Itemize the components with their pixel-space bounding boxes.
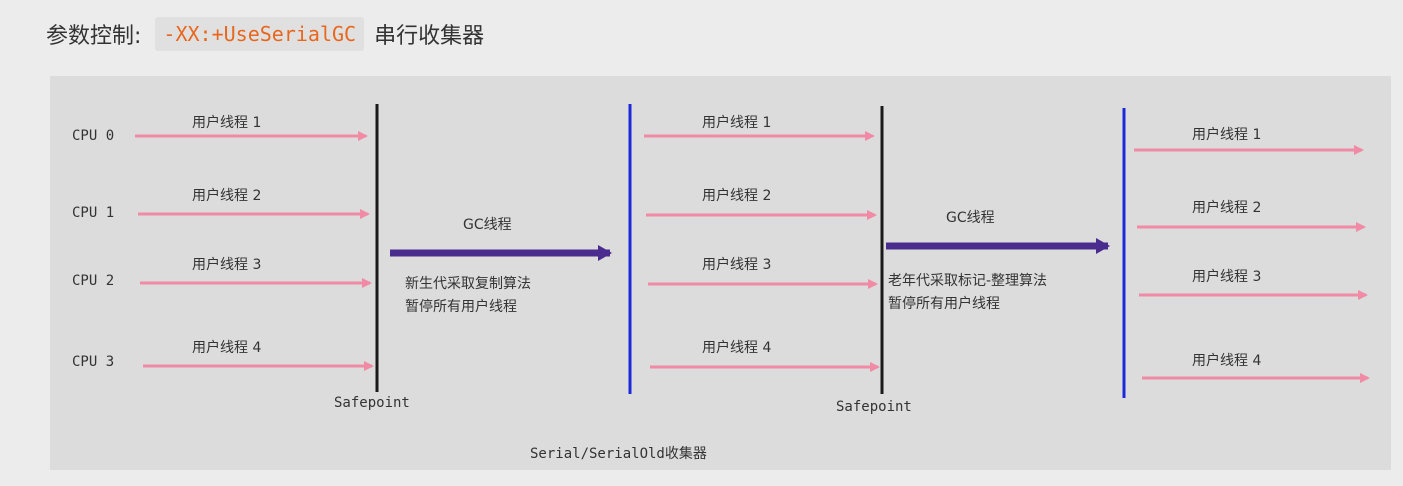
serial-gc-diagram: CPU 0 CPU 1 CPU 2 CPU 3 用户线程 1 用户线程 2 用户… (50, 76, 1391, 470)
param-control-header: 参数控制: -XX:+UseSerialGC 串行收集器 (46, 14, 484, 54)
gc-desc-line2: 暂停所有用户线程 (888, 295, 1000, 312)
safepoint-label-2: Safepoint (836, 399, 912, 415)
jvm-flag-code: -XX:+UseSerialGC (155, 17, 365, 51)
collector-name: 串行收集器 (374, 24, 485, 49)
user-thread-label: 用户线程 3 (702, 256, 771, 273)
diagram-caption: Serial/SerialOld收集器 (530, 445, 707, 462)
cpu-label-3: CPU 3 (72, 354, 114, 370)
user-threads-phase-2: 用户线程 1 用户线程 2 用户线程 3 用户线程 4 (644, 114, 880, 372)
user-threads-phase-3: 用户线程 1 用户线程 2 用户线程 3 用户线程 4 (1134, 126, 1370, 383)
param-label: 参数控制: (46, 24, 142, 49)
gc-desc-line1: 老年代采取标记-整理算法 (888, 273, 1047, 289)
user-thread-label: 用户线程 2 (1192, 199, 1261, 216)
gc-thread-label: GC线程 (946, 210, 995, 226)
gc-desc-line1: 新生代采取复制算法 (405, 275, 531, 292)
user-thread-label: 用户线程 1 (1192, 126, 1261, 143)
user-thread-label: 用户线程 4 (702, 339, 771, 356)
cpu-label-1: CPU 1 (72, 205, 114, 221)
cpu-label-2: CPU 2 (72, 273, 114, 289)
user-thread-label: 用户线程 2 (702, 187, 771, 204)
user-threads-phase-1: 用户线程 1 用户线程 2 用户线程 3 用户线程 4 (135, 114, 374, 371)
user-thread-label: 用户线程 3 (192, 256, 261, 273)
gc-phase-1: GC线程 新生代采取复制算法 暂停所有用户线程 (390, 217, 612, 315)
diagram-canvas: CPU 0 CPU 1 CPU 2 CPU 3 用户线程 1 用户线程 2 用户… (72, 104, 1370, 462)
user-thread-label: 用户线程 1 (192, 114, 261, 131)
user-thread-label: 用户线程 3 (1192, 268, 1261, 285)
user-thread-label: 用户线程 4 (1192, 352, 1261, 369)
user-thread-label: 用户线程 1 (702, 114, 771, 131)
gc-desc-line2: 暂停所有用户线程 (405, 298, 517, 315)
gc-phase-2: GC线程 老年代采取标记-整理算法 暂停所有用户线程 (886, 210, 1110, 312)
gc-thread-label: GC线程 (463, 217, 512, 233)
cpu-label-0: CPU 0 (72, 128, 114, 144)
safepoint-label-1: Safepoint (334, 395, 410, 411)
user-thread-label: 用户线程 4 (192, 339, 261, 356)
user-thread-label: 用户线程 2 (192, 187, 261, 204)
